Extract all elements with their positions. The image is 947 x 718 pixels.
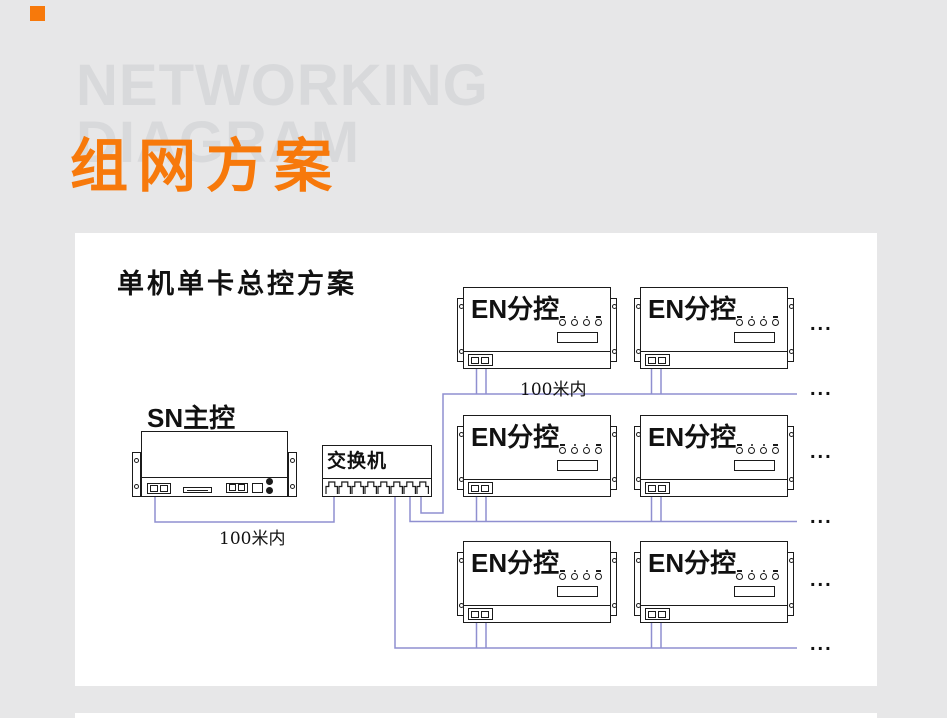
- status-leds-icon: [559, 316, 602, 326]
- next-section-panel: [75, 713, 877, 718]
- ellipsis-row2-cable: ...: [810, 506, 833, 528]
- device-display: [557, 332, 598, 343]
- port-icon: [252, 483, 263, 493]
- ellipsis-row1-device: ...: [810, 313, 833, 335]
- mount-bracket-right: [610, 298, 617, 362]
- switch-label: 交换机: [327, 451, 388, 472]
- device-display: [734, 586, 775, 597]
- watermark-line2: DIAGRAM: [76, 110, 361, 175]
- mount-bracket-right: [787, 298, 794, 362]
- ellipsis-row2-device: ...: [810, 441, 833, 463]
- device-port-strip: [463, 605, 611, 623]
- distance-label-master: 100米内: [219, 529, 286, 549]
- device-port-strip: [640, 605, 788, 623]
- status-leds-icon: [736, 444, 779, 454]
- knob-icon: [266, 478, 273, 485]
- watermark-line1: NETWORKING: [76, 53, 489, 118]
- slave-unit-r2c1: EN分控: [457, 415, 617, 497]
- master-label: SN主控: [147, 403, 236, 433]
- distance-label-row1: 100米内: [520, 380, 587, 400]
- ethernet-ports-icon: [226, 483, 248, 493]
- device-display: [734, 332, 775, 343]
- mount-bracket-left: [132, 452, 141, 497]
- status-leds-icon: [559, 444, 602, 454]
- master-controller-device: [132, 431, 297, 497]
- ellipsis-row1-cable: ...: [810, 378, 833, 400]
- slave-label: EN分控: [471, 422, 560, 452]
- page-title: 组网方案: [70, 134, 343, 199]
- mount-bracket-right: [610, 552, 617, 616]
- slave-label: EN分控: [648, 422, 737, 452]
- device-display: [734, 460, 775, 471]
- ethernet-ports-icon: [645, 608, 670, 620]
- ethernet-ports-icon: [147, 483, 171, 494]
- switch-device: 交换机: [322, 445, 432, 497]
- device-display: [557, 460, 598, 471]
- device-port-strip: [640, 351, 788, 369]
- slave-unit-r3c1: EN分控: [457, 541, 617, 623]
- mount-bracket-right: [787, 552, 794, 616]
- corner-accent-square: [30, 6, 45, 21]
- mount-bracket-right: [610, 426, 617, 490]
- slave-label: EN分控: [471, 294, 560, 324]
- slave-unit-r2c2: EN分控: [634, 415, 794, 497]
- ethernet-ports-icon: [468, 482, 493, 494]
- db-connector-icon: [183, 487, 212, 493]
- device-display: [557, 586, 598, 597]
- knob-icon: [266, 487, 273, 494]
- ethernet-ports-icon: [468, 354, 493, 366]
- ellipsis-row3-cable: ...: [810, 633, 833, 655]
- mount-bracket-right: [787, 426, 794, 490]
- mount-bracket-right: [288, 452, 297, 497]
- front-panel-divider: [322, 478, 432, 479]
- ethernet-ports-icon: [645, 482, 670, 494]
- slave-unit-r3c2: EN分控: [634, 541, 794, 623]
- ellipsis-row3-device: ...: [810, 569, 833, 591]
- slave-label: EN分控: [648, 548, 737, 578]
- slave-unit-r1c2: EN分控: [634, 287, 794, 369]
- slave-unit-r1c1: EN分控: [457, 287, 617, 369]
- switch-ports-icon: [325, 481, 429, 494]
- ethernet-ports-icon: [468, 608, 493, 620]
- device-port-strip: [463, 351, 611, 369]
- status-leds-icon: [736, 570, 779, 580]
- slave-label: EN分控: [471, 548, 560, 578]
- device-port-strip: [463, 479, 611, 497]
- slave-label: EN分控: [648, 294, 737, 324]
- status-leds-icon: [559, 570, 602, 580]
- diagram-title: 单机单卡总控方案: [117, 269, 357, 299]
- ethernet-ports-icon: [645, 354, 670, 366]
- device-port-strip: [640, 479, 788, 497]
- front-panel-divider: [141, 477, 288, 478]
- status-leds-icon: [736, 316, 779, 326]
